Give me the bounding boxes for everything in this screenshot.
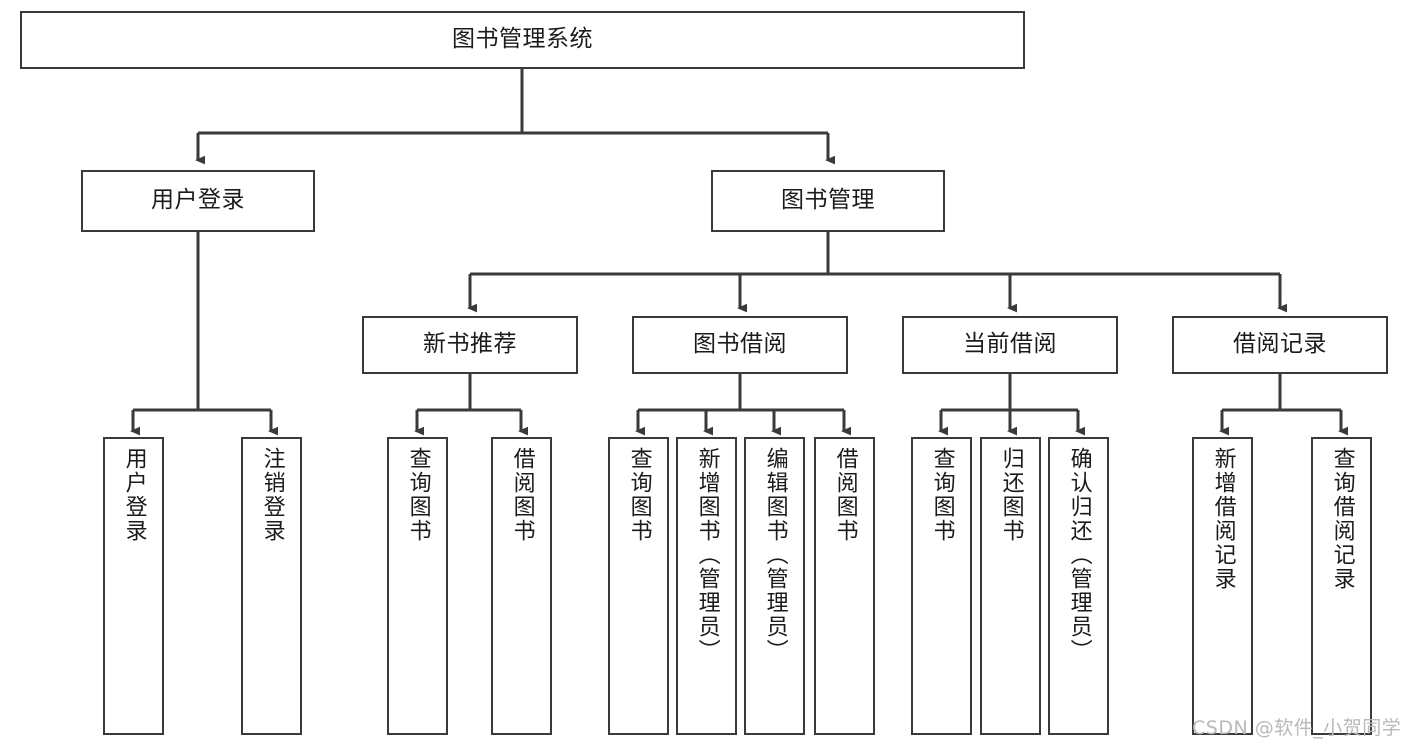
node-label: 当前借阅 xyxy=(963,331,1057,358)
node-borrow-record[interactable]: 借阅记录 xyxy=(1172,316,1388,374)
leaf-record-add-record[interactable]: 新增借阅记录 xyxy=(1192,437,1253,735)
leaf-current-return-book[interactable]: 归还图书 xyxy=(980,437,1041,735)
node-label: 查询图书 xyxy=(405,447,431,543)
node-label: 新书推荐 xyxy=(423,331,517,358)
node-label: 编辑图书（管理员） xyxy=(762,447,788,663)
node-label: 借阅图书 xyxy=(832,447,858,543)
node-label: 新增图书（管理员） xyxy=(694,447,720,663)
node-book-management[interactable]: 图书管理 xyxy=(711,170,945,232)
leaf-borrow-borrow-book[interactable]: 借阅图书 xyxy=(814,437,875,735)
node-label: 图书管理系统 xyxy=(452,26,593,53)
node-label: 查询图书 xyxy=(626,447,652,543)
leaf-borrow-edit-book-admin[interactable]: 编辑图书（管理员） xyxy=(744,437,805,735)
node-label: 用户登录 xyxy=(151,187,245,214)
node-label: 借阅记录 xyxy=(1233,331,1327,358)
node-label: 新增借阅记录 xyxy=(1210,447,1236,591)
leaf-recommend-borrow-book[interactable]: 借阅图书 xyxy=(491,437,552,735)
node-label: 确认归还（管理员） xyxy=(1066,447,1092,663)
leaf-recommend-query-book[interactable]: 查询图书 xyxy=(387,437,448,735)
node-label: 用户登录 xyxy=(121,447,147,543)
node-user-login[interactable]: 用户登录 xyxy=(81,170,315,232)
node-new-book-recommend[interactable]: 新书推荐 xyxy=(362,316,578,374)
node-book-borrow[interactable]: 图书借阅 xyxy=(632,316,848,374)
leaf-current-query-book[interactable]: 查询图书 xyxy=(911,437,972,735)
node-label: 借阅图书 xyxy=(509,447,535,543)
node-label: 注销登录 xyxy=(259,447,285,543)
node-label: 图书借阅 xyxy=(693,331,787,358)
node-root-system[interactable]: 图书管理系统 xyxy=(20,11,1025,69)
leaf-borrow-query-book[interactable]: 查询图书 xyxy=(608,437,669,735)
leaf-user-login-signin[interactable]: 用户登录 xyxy=(103,437,164,735)
node-label: 查询图书 xyxy=(929,447,955,543)
leaf-user-login-signout[interactable]: 注销登录 xyxy=(241,437,302,735)
node-current-borrow[interactable]: 当前借阅 xyxy=(902,316,1118,374)
leaf-current-confirm-return-admin[interactable]: 确认归还（管理员） xyxy=(1048,437,1109,735)
node-label: 图书管理 xyxy=(781,187,875,214)
node-label: 查询借阅记录 xyxy=(1329,447,1355,591)
watermark-text: CSDN @软件_小贺同学 xyxy=(1192,717,1402,739)
leaf-record-query-record[interactable]: 查询借阅记录 xyxy=(1311,437,1372,735)
node-label: 归还图书 xyxy=(998,447,1024,543)
leaf-borrow-add-book-admin[interactable]: 新增图书（管理员） xyxy=(676,437,737,735)
